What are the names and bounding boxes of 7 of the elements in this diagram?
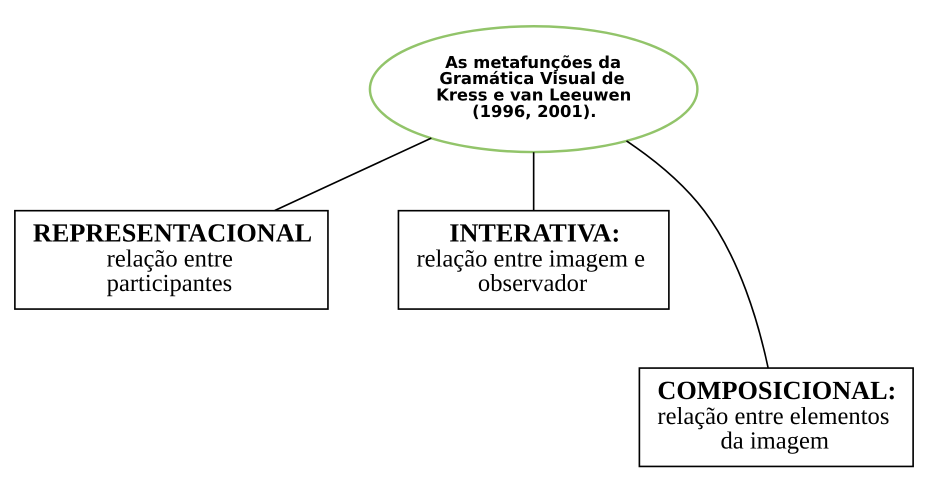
connector: [532, 152, 534, 210]
node-box: COMPOSICIONAL: relação entre elementos da imagem: [638, 366, 914, 467]
node-box: INTERATIVA: relação entre imagem e observador: [398, 209, 670, 310]
connector: [274, 136, 432, 211]
connector: [626, 140, 769, 368]
node-box: REPRESENTACIONAL relação entre participantes: [14, 209, 329, 310]
node-ellipse: As metafunções da Gramática Visual de Kress e van Leeuwen (1996, 2001).: [368, 24, 699, 153]
